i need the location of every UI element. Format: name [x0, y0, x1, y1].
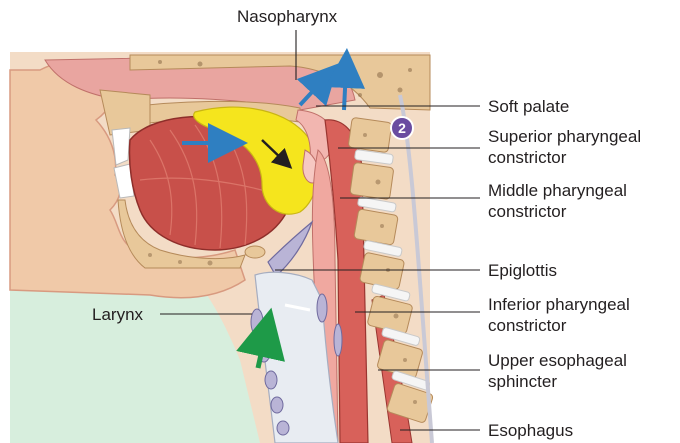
step-badge-numbered-circle-icon: 2	[391, 117, 413, 139]
label-nasopharynx: Nasopharynx	[237, 6, 337, 27]
label-epiglottis: Epiglottis	[488, 260, 557, 281]
label-soft-palate: Soft palate	[488, 96, 569, 117]
hyoid-bone	[245, 246, 265, 258]
label-middle-pharyngeal-constrictor: Middle pharyngeal constrictor	[488, 180, 627, 222]
label-inferior-pharyngeal-constrictor: Inferior pharyngeal constrictor	[488, 294, 630, 336]
label-upper-esophageal-sphincter: Upper esophageal sphincter	[488, 350, 627, 392]
label-superior-pharyngeal-constrictor: Superior pharyngeal constrictor	[488, 126, 641, 168]
label-larynx: Larynx	[92, 304, 143, 325]
label-esophagus: Esophagus	[488, 420, 573, 441]
svg-text:2: 2	[398, 120, 406, 136]
nasopharynx-close-arrow-icon	[344, 68, 346, 110]
